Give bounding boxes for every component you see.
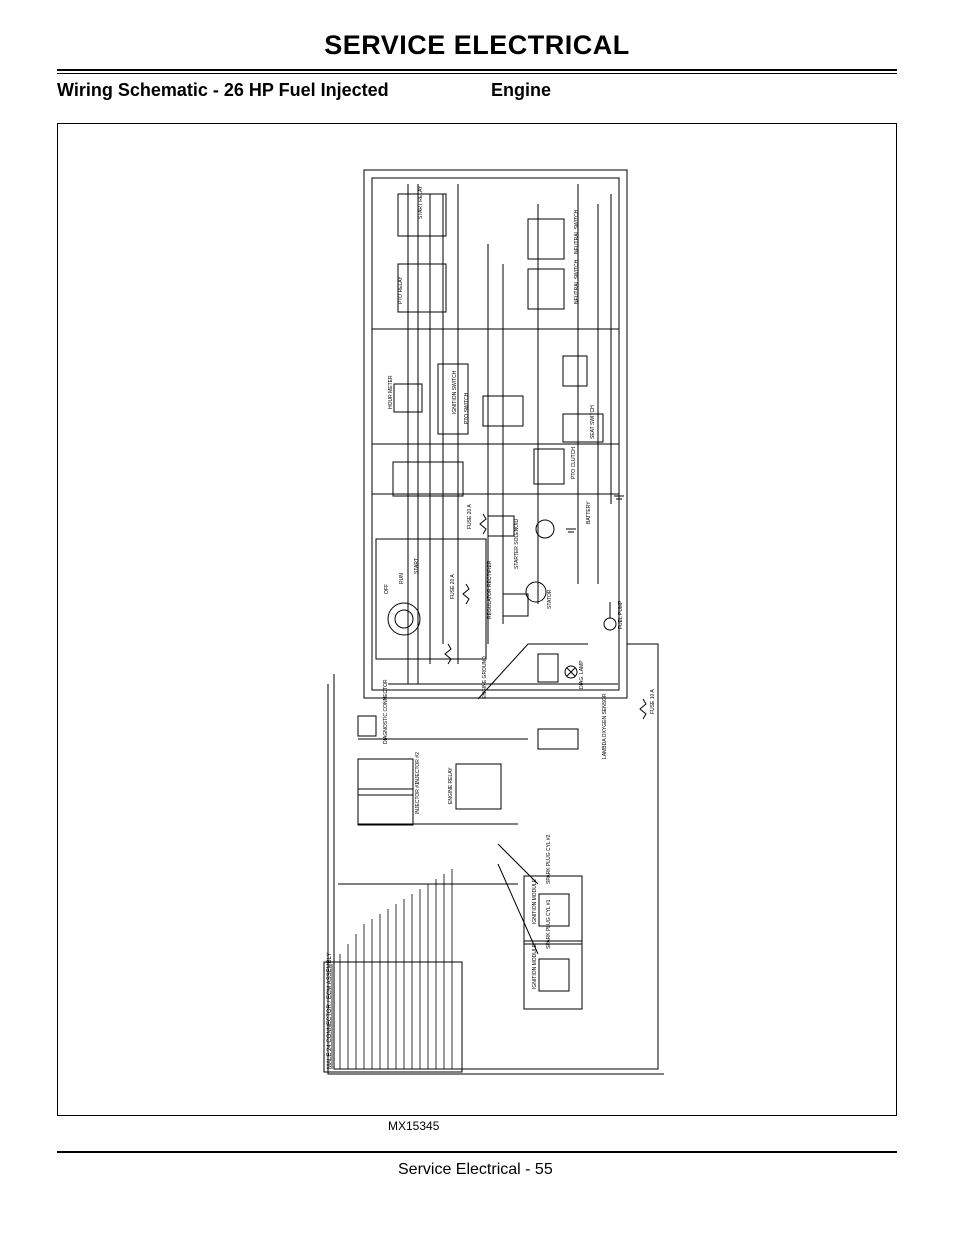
switch-off-label: OFF: [384, 584, 390, 594]
fuse-label: FUSE 20 A: [467, 504, 473, 529]
page-title: SERVICE ELECTRICAL: [324, 30, 630, 60]
fuse-label-2: FUSE 20 A: [450, 574, 456, 599]
engine-relay-label: ENGINE RELAY: [448, 767, 454, 804]
header-rule-thin: [57, 73, 897, 74]
ignition-module-label: IGNITION MODULE: [532, 878, 538, 924]
switch-run-label: RUN: [399, 573, 405, 584]
battery-label: BATTERY: [586, 501, 592, 524]
neutral-switch-label-2: NEUTRAL SWITCH: [574, 259, 580, 304]
seat-switch-label: SEAT SWITCH: [590, 405, 596, 439]
stator-label: STATOR: [547, 589, 553, 609]
injector-1-label: INJECTOR #1: [415, 782, 421, 814]
diagnostic-connector-label: DIAGNOSTIC CONNECTOR: [383, 679, 389, 744]
section-title-engine: Engine: [491, 80, 552, 100]
spark-plug-label-2: SPARK PLUG CYL #1: [546, 899, 552, 949]
injector-2-label: INJECTOR #2: [415, 752, 421, 784]
figure-id: MX15345: [388, 1119, 440, 1133]
fuse-label-3: FUSE 10 A: [650, 689, 656, 714]
lambda-sensor-label: LAMBDA OXYGEN SENSOR: [602, 693, 608, 759]
fuel-pump-label: FUEL PUMP: [618, 600, 624, 629]
page-footer: Service Electrical - 55: [398, 1161, 553, 1178]
diag-lamp-label: DIAG. LAMP: [579, 660, 585, 689]
hour-meter-label: HOUR METER: [388, 375, 394, 409]
switch-start-label: START: [414, 558, 420, 574]
ignition-module-label-2: IGNITION MODULE: [532, 943, 538, 989]
ecu-connector-label: MALE 24 CONNECTOR / ECM ASSEMBLY: [327, 953, 333, 1069]
starter-solenoid-label: STARTER SOLENOID: [514, 519, 520, 569]
ignition-switch-label: IGNITION SWITCH: [452, 370, 458, 414]
spark-plug-label: SPARK PLUG CYL #2: [546, 834, 552, 884]
start-relay-label: START RELAY: [418, 185, 424, 219]
pto-switch-label: PTO SWITCH: [464, 392, 470, 424]
pto-clutch-label: PTO CLUTCH: [571, 447, 577, 479]
section-title: Wiring Schematic - 26 HP Fuel Injected: [57, 80, 389, 100]
wiring-schematic: START RELAY PTO RELAY NEUTRAL SWITCH NEU…: [323, 169, 664, 1075]
neutral-switch-label: NEUTRAL SWITCH: [574, 209, 580, 254]
header-rule: [57, 69, 897, 71]
footer-rule: [57, 1151, 897, 1153]
figure-frame: START RELAY PTO RELAY NEUTRAL SWITCH NEU…: [57, 123, 897, 1116]
engine-ground-label: ENGINE GROUND: [482, 656, 488, 699]
pto-relay-label: PTO RELAY: [398, 276, 404, 304]
regulator-rectifier-label: REGULATOR RECTIFIER: [487, 560, 493, 619]
